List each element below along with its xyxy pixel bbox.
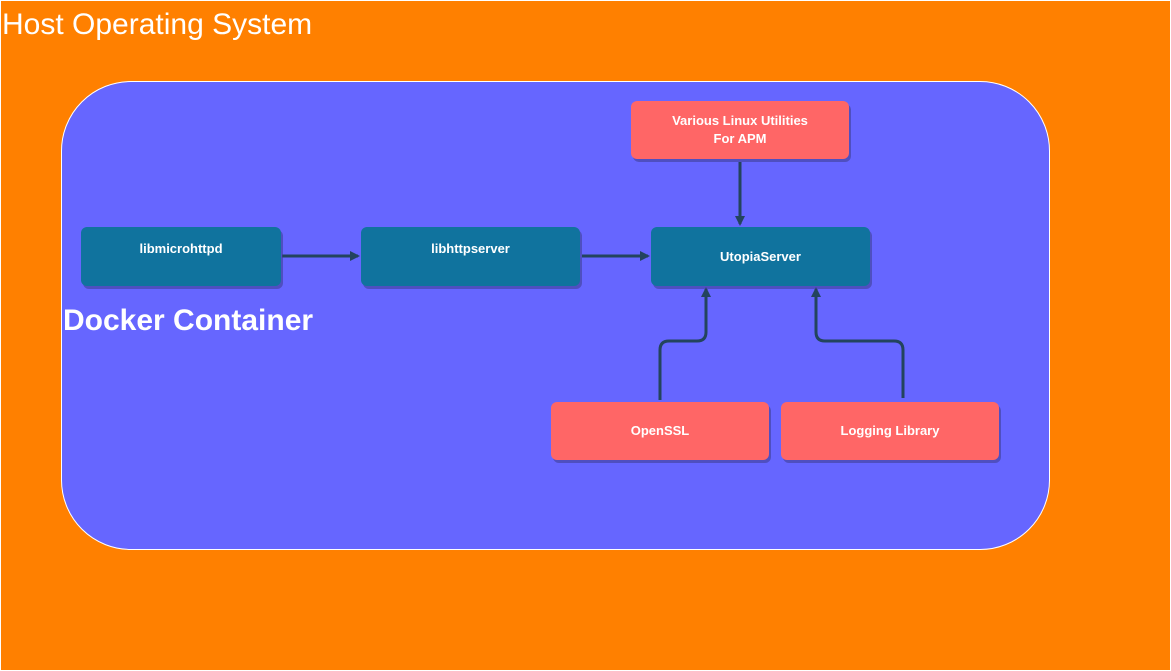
node-openssl-label: OpenSSL xyxy=(630,423,690,438)
node-libmicrohttpd-label: libmicrohttpd xyxy=(139,241,223,256)
node-libmicrohttpd[interactable]: libmicrohttpd xyxy=(81,227,281,286)
node-logging-library-label: Logging Library xyxy=(840,423,940,438)
node-linux-utilities-label-line1: Various Linux Utilities xyxy=(672,113,808,128)
host-title: Host Operating System xyxy=(2,8,313,41)
container-title: Docker Container xyxy=(63,304,314,337)
node-openssl[interactable]: OpenSSL xyxy=(551,402,769,460)
node-libhttpserver-label: libhttpserver xyxy=(431,241,510,256)
node-utopiaserver[interactable]: UtopiaServer xyxy=(651,227,870,286)
node-linux-utilities[interactable]: Various Linux Utilities For APM xyxy=(631,101,849,159)
node-linux-utilities-label-line2: For APM xyxy=(713,131,767,146)
node-utopiaserver-label: UtopiaServer xyxy=(720,248,801,264)
node-libhttpserver[interactable]: libhttpserver xyxy=(361,227,580,286)
node-logging-library[interactable]: Logging Library xyxy=(781,402,999,460)
